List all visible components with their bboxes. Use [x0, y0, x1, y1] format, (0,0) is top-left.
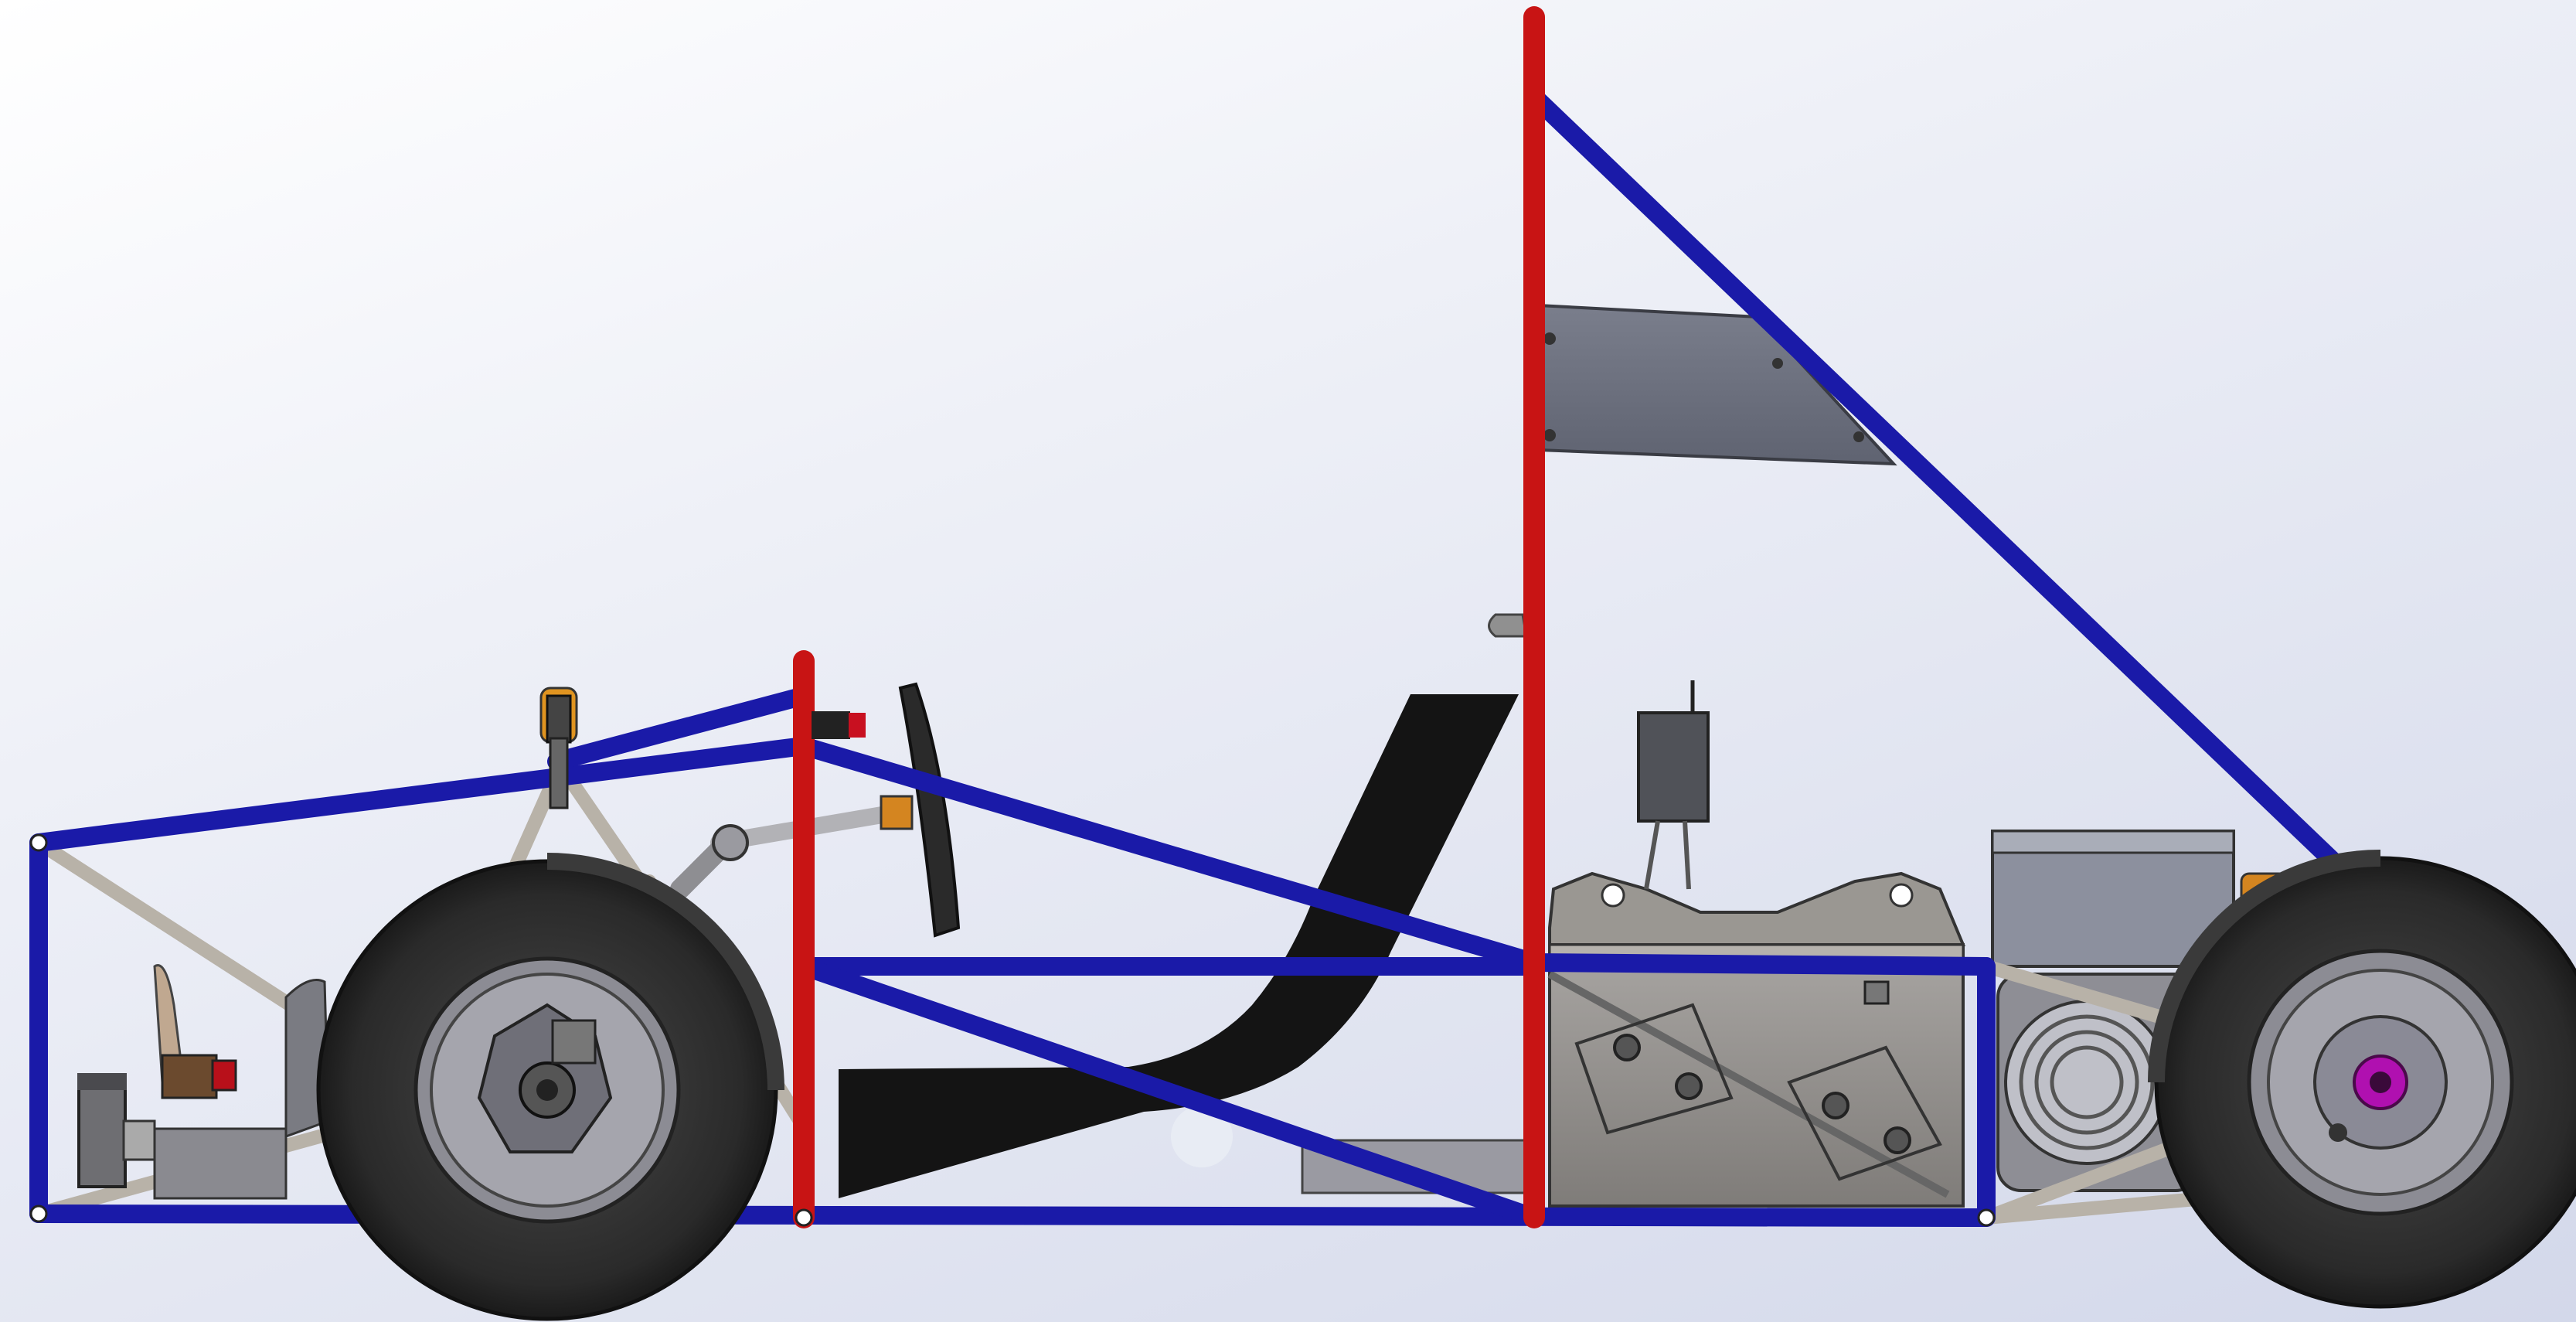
- front-shock-mount: [539, 687, 578, 809]
- chassis-frame: [29, 87, 2347, 1227]
- kill-switch: [812, 711, 866, 739]
- roll-hoops: [793, 6, 1545, 1228]
- front-wheel: [316, 853, 784, 1321]
- motor-controller: [1991, 830, 2235, 968]
- accumulator-box: [1547, 871, 1965, 1208]
- frame-nodes: [29, 833, 1996, 1227]
- bms-module: [1637, 680, 1710, 890]
- rear-wheel: [2148, 850, 2576, 1309]
- driver-seat: [839, 694, 1519, 1198]
- headrest: [1488, 613, 1528, 638]
- electric-motor: [1996, 973, 2200, 1192]
- steering-wheel: [898, 682, 961, 938]
- pedal-assembly: [77, 964, 330, 1200]
